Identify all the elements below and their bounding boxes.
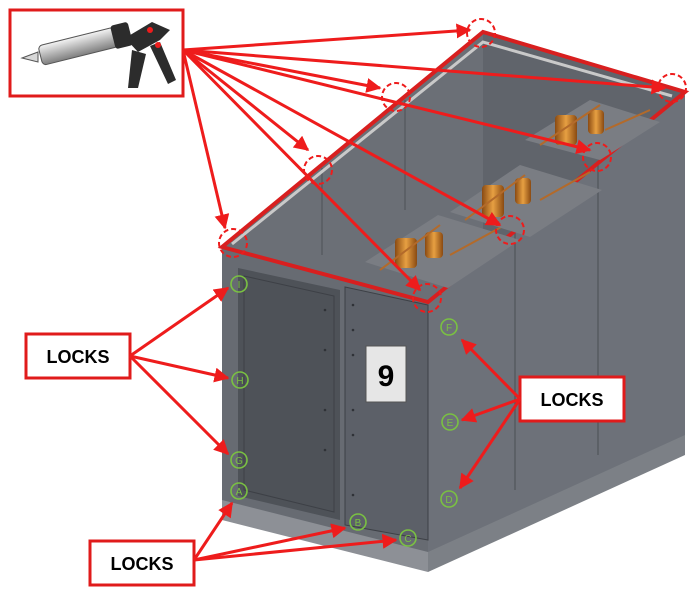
- lock-marker-a: A: [230, 482, 248, 500]
- lock-marker-c: C: [399, 529, 417, 547]
- locks-callout-right: LOCKS: [518, 375, 626, 423]
- locks-arrows-bottom: [192, 501, 398, 562]
- lock-marker-b: B: [349, 513, 367, 531]
- svg-text:I: I: [238, 280, 241, 291]
- lock-markers: I H G A B C F E: [230, 275, 459, 547]
- caulk-gun-callout: [8, 8, 185, 98]
- caulk-arrows: [181, 23, 667, 292]
- lock-marker-f: F: [440, 318, 458, 336]
- center-panel: [344, 286, 429, 541]
- locks-callout-bottom: LOCKS: [88, 539, 196, 587]
- svg-text:LOCKS: LOCKS: [541, 390, 604, 410]
- lock-marker-h: H: [231, 371, 249, 389]
- panel-number-box: [365, 345, 407, 403]
- locks-arrows-right: [458, 338, 522, 490]
- panel-number: 9: [378, 360, 395, 393]
- lock-marker-d: D: [440, 490, 458, 508]
- caulk-gun-icon: [20, 22, 176, 88]
- lock-marker-g: G: [230, 451, 248, 469]
- svg-text:E: E: [447, 418, 454, 429]
- svg-text:G: G: [235, 456, 243, 467]
- svg-text:C: C: [404, 534, 411, 545]
- locks-arrows-left: [128, 286, 230, 456]
- svg-text:H: H: [236, 376, 243, 387]
- svg-text:LOCKS: LOCKS: [111, 554, 174, 574]
- coil-module-1: [365, 215, 520, 288]
- svg-text:B: B: [355, 518, 362, 529]
- seal-points: [218, 18, 687, 313]
- svg-text:LOCKS: LOCKS: [47, 347, 110, 367]
- svg-text:A: A: [236, 487, 243, 498]
- svg-text:D: D: [445, 495, 452, 506]
- base-rail: [222, 500, 428, 572]
- locks-callout-left: LOCKS: [24, 332, 132, 380]
- lock-marker-i: I: [230, 275, 248, 293]
- coil-module-3: [525, 100, 660, 160]
- left-door-opening: [238, 268, 340, 520]
- right-side-panel: [428, 92, 685, 560]
- lock-marker-e: E: [441, 413, 459, 431]
- svg-text:F: F: [446, 323, 452, 334]
- cabinet: [217, 29, 690, 572]
